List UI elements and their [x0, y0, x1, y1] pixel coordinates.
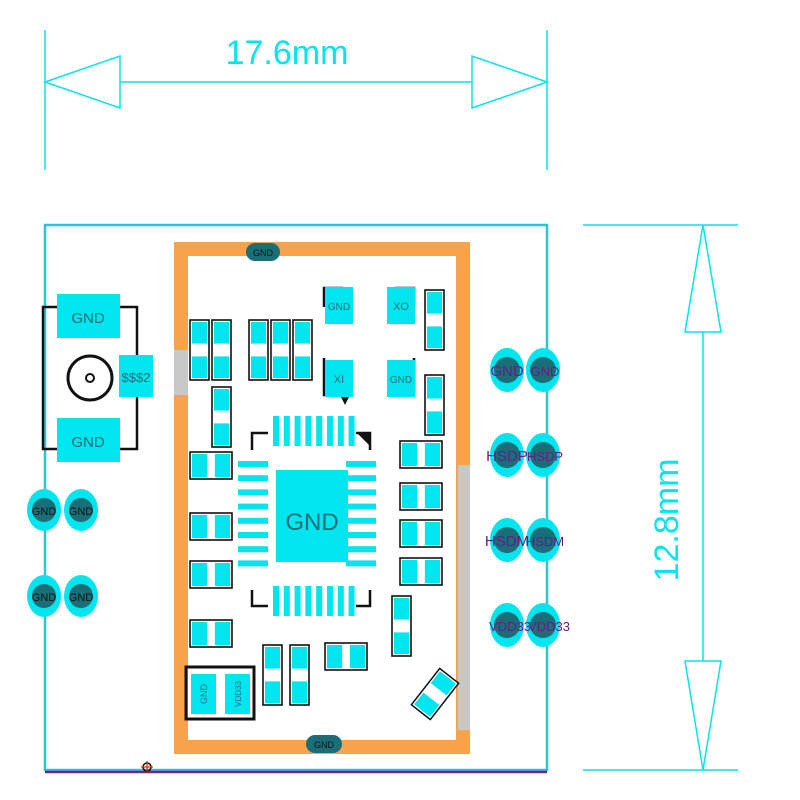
qfn-pin — [346, 546, 376, 553]
passive-component — [324, 642, 368, 671]
qfn-pin — [327, 586, 333, 616]
svg-text:HSDP: HSDP — [486, 448, 528, 465]
qfn-pin — [238, 503, 268, 510]
exposed-pad-label: GND — [285, 509, 338, 536]
svg-text:XI: XI — [334, 374, 344, 386]
qfn-pin — [346, 475, 376, 482]
passive-component — [211, 386, 232, 448]
qfn-pin — [238, 560, 268, 567]
qfn-pin — [238, 532, 268, 538]
qfn-pin — [238, 489, 268, 496]
qfn-pin — [346, 461, 376, 467]
qfn-pin — [305, 586, 312, 616]
crystal-footprint: GND XO XI GND — [322, 286, 416, 405]
qfn-pin — [346, 489, 376, 496]
qfn-pin — [273, 586, 279, 616]
passive-component — [424, 289, 445, 351]
qfn-pin — [316, 586, 323, 616]
passive-component — [289, 644, 310, 706]
svg-text:HSDM: HSDM — [485, 533, 529, 550]
svg-text:VDD33: VDD33 — [528, 619, 570, 634]
svg-text:GND: GND — [314, 740, 335, 750]
shield-gnd-bottom: GND — [306, 735, 342, 753]
qfn-pin — [346, 503, 376, 510]
passive-component — [189, 319, 210, 381]
passive-component — [189, 560, 233, 589]
qfn-pin — [273, 416, 279, 446]
qfn-pin — [327, 416, 333, 446]
origin-marker — [141, 761, 153, 773]
svg-text:GND: GND — [328, 302, 350, 313]
passive-component — [391, 595, 412, 657]
qfn-pin — [346, 560, 376, 567]
shield-frame — [174, 242, 470, 754]
svg-text:GND: GND — [531, 364, 560, 379]
qfn-pin — [337, 416, 344, 446]
qfn-pin — [346, 532, 376, 538]
width-label: 17.6mm — [226, 34, 349, 72]
qfn-pin — [348, 586, 355, 616]
qfn-pin — [238, 546, 268, 553]
svg-text:GND: GND — [199, 684, 209, 705]
left-pads: GND GND GND GND — [27, 489, 98, 617]
svg-text:VDD33: VDD33 — [234, 681, 243, 707]
passive-component — [211, 319, 232, 381]
qfn-pin — [283, 416, 290, 446]
qfn-pin — [337, 586, 344, 616]
passive-component — [189, 451, 233, 480]
qfn-pin — [294, 416, 301, 446]
power-connector: GND VDD33 — [184, 665, 256, 721]
svg-text:GND: GND — [71, 310, 105, 327]
svg-text:GND: GND — [71, 434, 105, 451]
svg-text:GND: GND — [32, 506, 57, 518]
qfn-pin — [348, 416, 355, 446]
passive-component — [399, 482, 443, 511]
qfn-pin — [305, 416, 312, 446]
passive-component — [189, 619, 233, 648]
passive-component — [399, 557, 443, 586]
exposed-pad — [276, 470, 348, 562]
qfn-pin — [238, 517, 268, 524]
button-footprint: GND GND $$$2 — [41, 294, 153, 462]
qfn-chip: GND — [238, 416, 376, 616]
svg-text:VDD33: VDD33 — [489, 619, 531, 634]
height-label: 12.8mm — [648, 459, 686, 582]
shield-gnd-top: GND — [246, 243, 280, 261]
svg-text:GND: GND — [32, 592, 57, 604]
passive-component — [424, 374, 445, 436]
height-dimension — [583, 224, 738, 771]
svg-text:GND: GND — [253, 248, 274, 258]
svg-text:GND: GND — [69, 506, 94, 518]
width-dimension — [42, 30, 550, 170]
svg-text:GND: GND — [390, 375, 412, 386]
diagonal-component — [410, 667, 460, 721]
passive-component — [248, 319, 269, 381]
svg-text:$$$2: $$$2 — [122, 370, 151, 385]
qfn-pin — [238, 475, 268, 482]
svg-text:HSDM: HSDM — [526, 534, 564, 549]
svg-text:GND: GND — [69, 592, 94, 604]
qfn-pin — [316, 416, 323, 446]
svg-text:HSDP: HSDP — [527, 449, 563, 464]
passive-component — [399, 519, 443, 548]
passive-component — [262, 644, 283, 706]
passive-component — [399, 440, 443, 469]
svg-text:GND: GND — [490, 363, 524, 380]
qfn-pin — [238, 461, 268, 467]
qfn-pin — [283, 586, 290, 616]
qfn-pin — [346, 517, 376, 524]
usb-pads: GND GND HSDP HSDP HSDM HSDM VDD33 VDD33 — [485, 348, 570, 647]
passive-component — [292, 319, 313, 381]
passive-components — [189, 289, 445, 706]
passive-component — [270, 319, 291, 381]
svg-text:XO: XO — [393, 301, 409, 313]
qfn-pin — [294, 586, 301, 616]
passive-component — [189, 512, 233, 541]
